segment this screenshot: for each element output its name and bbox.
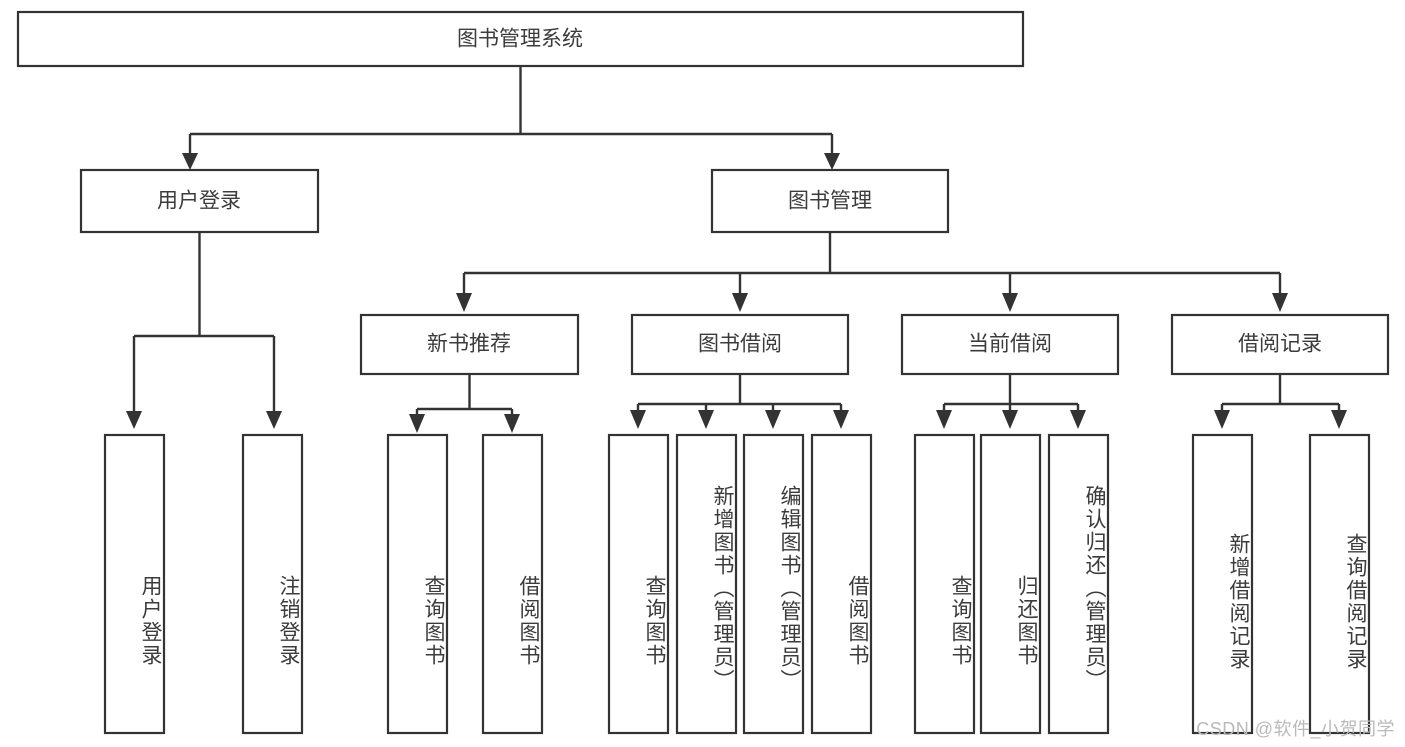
leaf-box-query-book-3[interactable] xyxy=(913,433,976,735)
csdn-watermark: CSDN @软件_小贺同学 xyxy=(1196,719,1395,739)
node-new-book-recommend-label: 新书推荐 xyxy=(427,333,511,356)
connector-borrow-record-to-leaves xyxy=(1214,374,1347,429)
node-user-login-label: 用户登录 xyxy=(157,190,241,213)
node-current-borrow[interactable]: 当前借阅 xyxy=(900,313,1120,376)
connector-root-to-level1 xyxy=(182,66,840,170)
node-book-borrow-label: 图书借阅 xyxy=(698,333,782,356)
node-user-login[interactable]: 用户登录 xyxy=(79,168,320,234)
connector-book-borrow-to-leaves xyxy=(630,374,849,429)
node-borrow-record-label: 借阅记录 xyxy=(1238,333,1322,356)
connector-new-book-recommend-to-leaves xyxy=(409,374,520,433)
node-root[interactable]: 图书管理系统 xyxy=(16,10,1025,68)
leaf-box-logout[interactable] xyxy=(241,433,304,735)
leaf-box-user-login[interactable] xyxy=(103,433,166,735)
leaf-box-add-book[interactable] xyxy=(675,433,738,735)
connector-user-login-to-leaves xyxy=(126,232,282,429)
node-root-label: 图书管理系统 xyxy=(457,28,583,51)
connector-book-management-to-level2 xyxy=(456,232,1288,312)
leaf-box-borrow-book-1[interactable] xyxy=(481,433,544,735)
node-new-book-recommend[interactable]: 新书推荐 xyxy=(359,313,580,376)
node-book-borrow[interactable]: 图书借阅 xyxy=(630,313,850,376)
node-book-management[interactable]: 图书管理 xyxy=(710,168,950,234)
node-borrow-record[interactable]: 借阅记录 xyxy=(1170,313,1390,376)
leaf-box-query-book-1[interactable] xyxy=(386,433,449,735)
leaf-box-query-record[interactable] xyxy=(1308,433,1371,735)
connector-current-borrow-to-leaves xyxy=(936,374,1086,429)
leaf-box-borrow-book-2[interactable] xyxy=(810,433,873,735)
leaf-box-confirm-return[interactable] xyxy=(1047,433,1110,735)
leaf-box-add-record[interactable] xyxy=(1191,433,1254,735)
node-book-management-label: 图书管理 xyxy=(788,190,872,213)
node-current-borrow-label: 当前借阅 xyxy=(968,333,1052,356)
leaf-box-return-book[interactable] xyxy=(979,433,1042,735)
leaf-box-edit-book[interactable] xyxy=(742,433,805,735)
leaf-box-query-book-2[interactable] xyxy=(607,433,670,735)
